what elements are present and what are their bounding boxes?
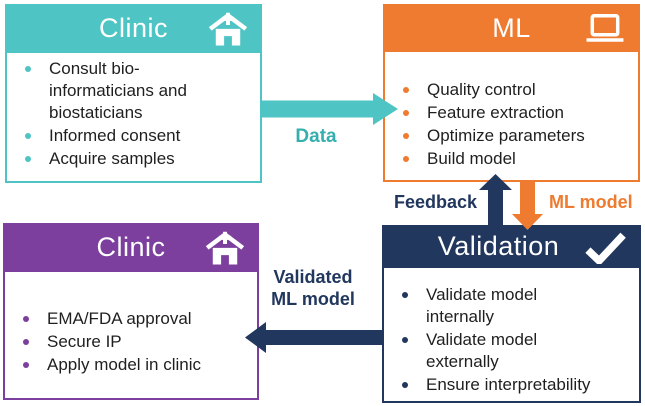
data-arrow-right-icon	[261, 93, 398, 125]
list-item: Optimize parameters	[385, 125, 638, 147]
list-item-text: Apply model in clinic	[47, 355, 202, 374]
list-item-text: Validate model internally	[426, 285, 538, 326]
ml-model-label: ML model	[549, 192, 633, 212]
list-item-text: Validate model externally	[426, 330, 538, 371]
validation-title: Validation	[437, 231, 560, 261]
clinic-top-header: Clinic	[7, 6, 260, 53]
ml-header: ML	[385, 6, 638, 52]
list-item-text: Optimize parameters	[427, 126, 585, 145]
hospital-icon	[205, 231, 245, 267]
validated-ml-model-label: Validated ML model	[271, 267, 355, 309]
clinic-bottom-box: Clinic EMA/FDA approval Secure IP Apply …	[3, 223, 259, 400]
list-item-text: Acquire samples	[49, 149, 175, 168]
ml-box: ML Quality control Feature extraction Op…	[383, 4, 640, 182]
laptop-icon	[584, 14, 626, 44]
clinic-bottom-header: Clinic	[5, 225, 257, 272]
clinic-top-title: Clinic	[98, 13, 168, 43]
validation-list: Validate model internally Validate model…	[384, 268, 639, 396]
feedback-label: Feedback	[393, 192, 477, 212]
clinic-bottom-list: EMA/FDA approval Secure IP Apply model i…	[5, 272, 257, 376]
clinic-top-box: Clinic Consult bio- informaticians and b…	[5, 4, 262, 183]
list-item-text: Feature extraction	[427, 103, 565, 122]
list-item: Build model	[385, 148, 638, 170]
list-item: Validate model internally	[384, 284, 639, 328]
list-item: Apply model in clinic	[5, 354, 257, 376]
list-item-text: Secure IP	[47, 332, 122, 351]
list-item-text: Quality control	[427, 80, 536, 99]
list-item-text: Ensure interpretability	[426, 375, 591, 394]
list-item: Validate model externally	[384, 329, 639, 373]
list-item: EMA/FDA approval	[5, 308, 257, 330]
data-label: Data	[295, 126, 337, 147]
list-item: Secure IP	[5, 331, 257, 353]
clinic-bottom-title: Clinic	[96, 232, 166, 262]
list-item-text: Consult bio- informaticians and biostati…	[49, 59, 187, 122]
list-item: Acquire samples	[7, 148, 260, 170]
feedback-arrow-up-icon	[479, 174, 512, 226]
list-item: Informed consent	[7, 125, 260, 147]
list-item: Consult bio- informaticians and biostati…	[7, 58, 260, 124]
validation-box: Validation Validate model internally Val…	[382, 225, 641, 403]
list-item: Ensure interpretability	[384, 374, 639, 396]
list-item-text: Build model	[427, 149, 516, 168]
check-icon	[583, 232, 627, 266]
validated-ml-model-arrow-left-icon	[245, 322, 383, 353]
list-item: Feature extraction	[385, 102, 638, 124]
ml-list: Quality control Feature extraction Optim…	[385, 52, 638, 170]
ml-model-arrow-down-icon	[512, 182, 543, 230]
list-item-text: Informed consent	[49, 126, 181, 145]
validation-header: Validation	[384, 227, 639, 268]
hospital-icon	[208, 12, 248, 48]
list-item-text: EMA/FDA approval	[47, 309, 192, 328]
clinic-top-list: Consult bio- informaticians and biostati…	[7, 53, 260, 170]
list-item: Quality control	[385, 79, 638, 101]
ml-title: ML	[492, 12, 531, 43]
